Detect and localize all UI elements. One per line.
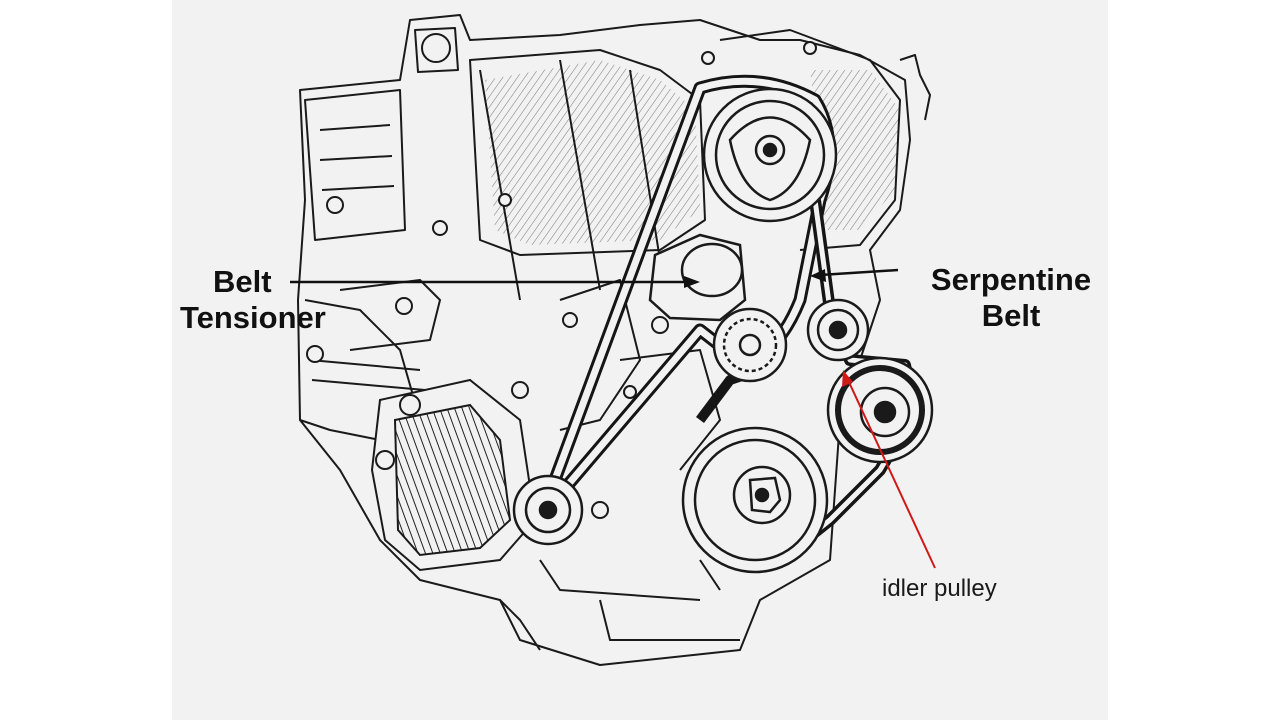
serpentine-belt-label-line1: Serpentine [930, 262, 1092, 297]
valve-cover-hatching [485, 60, 900, 245]
belt-tensioner-label-line2: Tensioner [180, 300, 326, 335]
crankshaft-pulley [681, 426, 829, 574]
power-steering-pulley [702, 87, 838, 223]
idler-pulley-label: idler pulley [882, 575, 997, 602]
serpentine-belt-label: Serpentine Belt [920, 262, 1102, 334]
engine-bolts [306, 41, 817, 519]
belt-tensioner-label: Belt Tensioner [180, 264, 326, 336]
belt-tensioner [648, 233, 788, 383]
label-arrows [290, 268, 936, 569]
serpentine-belt-label-line2: Belt [981, 298, 1041, 333]
idler-pulley [826, 356, 934, 464]
belt-tensioner-label-line1: Belt [213, 264, 272, 299]
idler-arrow [847, 379, 936, 569]
serpentine-arrow [819, 268, 899, 277]
alternator [370, 378, 537, 572]
upper-idler-pulley [806, 298, 870, 362]
alternator-pulley [512, 474, 584, 546]
